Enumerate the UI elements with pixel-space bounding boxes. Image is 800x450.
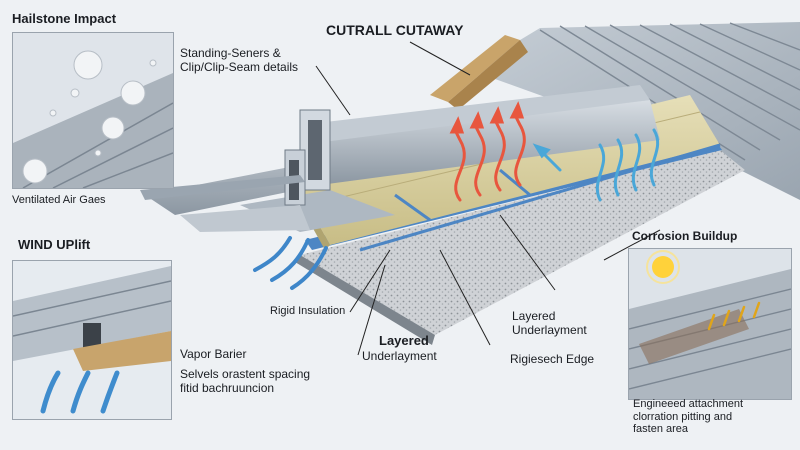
hailstone-icon (22, 50, 157, 184)
substrate-layer (300, 150, 745, 335)
callout-rigid-insulation: Rigid Insulation (270, 305, 346, 317)
callout-layered-underlayment-right: Layered Underlayment (512, 309, 587, 337)
standing-seam-panel (140, 85, 660, 232)
air-flow-arrow-icon (532, 128, 660, 202)
sun-icon (646, 250, 680, 284)
corrosion-inset (628, 248, 792, 400)
callout-layered-underlayment-body: Underlayment (362, 349, 437, 363)
membrane-line (359, 143, 721, 252)
diagram-title: CUTRALL CUTAWAY (326, 22, 464, 38)
corrosion-inset-caption: Engineeed attachment clorration pitting … (633, 398, 744, 436)
wind-inset-title: WIND UPlift (18, 237, 91, 252)
callout-spacing-note: Selvels orastent spacing fitid bachruunc… (180, 367, 311, 395)
hailstone-inset-caption: Ventilated Air Gaes (12, 194, 106, 206)
hailstone-inset (12, 32, 174, 189)
callout-ridge-edge: Rigiesech Edge (510, 352, 595, 366)
wind-arrow-icon (40, 370, 120, 414)
callout-layered-underlayment-heading: Layered (379, 333, 429, 348)
callout-vapor-barrier: Vapor Barier (180, 347, 247, 361)
heat-arrow-icon (449, 101, 526, 202)
wind-uplift-inset (12, 260, 172, 420)
corrosion-inset-title: Corrosion Buildup (632, 229, 738, 243)
hailstone-inset-title: Hailstone Impact (12, 11, 117, 26)
callout-standing-seam: Standing-Seners & Clip/Clip-Seam details (180, 46, 299, 74)
wind-arrow-icon (253, 236, 328, 290)
